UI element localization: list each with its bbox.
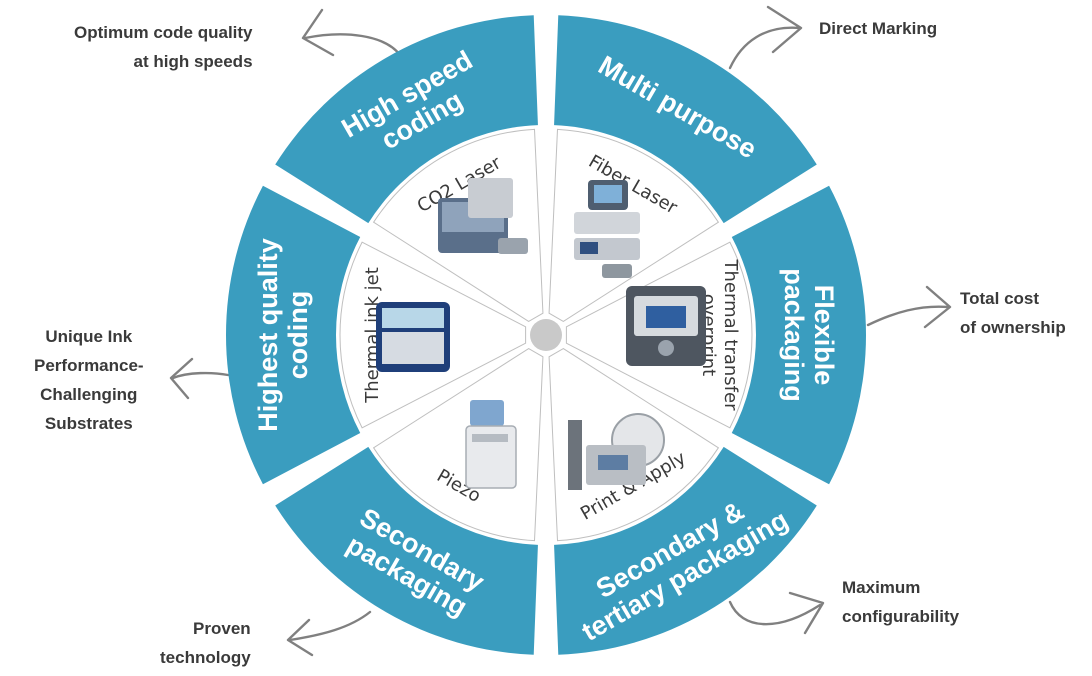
callout-bottom-right-line-2: configurability	[842, 607, 960, 626]
arrow-top-left	[301, 8, 402, 57]
callout-bottom-right-line-1: Maximum	[842, 578, 921, 597]
callout-top-left-line-2: at high speeds	[133, 52, 253, 71]
ring-segment-multi-purpose	[554, 15, 817, 224]
ring-segment-highest-quality-coding	[225, 185, 361, 485]
callout-bottom-right: Maximum configurability	[842, 573, 959, 631]
thermal-transfer-printer-icon	[626, 286, 706, 366]
callout-top-right-line-1: Direct Marking	[819, 19, 938, 38]
inner-segment-secondary-packaging	[372, 347, 544, 542]
callout-left: Unique Ink Performance- Challenging Subs…	[34, 322, 144, 438]
callout-right-line-1: Total cost	[960, 289, 1040, 308]
piezo-printer-icon	[465, 400, 517, 489]
arrow-top-right	[728, 5, 803, 70]
callout-left-line-3: Challenging	[40, 385, 138, 404]
callout-left-line-1: Unique Ink	[45, 327, 133, 346]
co2-laser-printer-icon	[438, 178, 528, 254]
callout-top-left-line-1: Optimum code quality	[74, 23, 253, 42]
ring-label-highest-quality-coding: Highest qualitycoding	[253, 238, 313, 432]
print-apply-labeler-icon	[568, 413, 665, 490]
arrows	[169, 5, 952, 657]
ring-segment-high-speed-coding	[275, 15, 538, 224]
callout-right-line-2: of ownership	[960, 318, 1066, 337]
ring-segment-secondary-packaging	[275, 446, 538, 655]
callout-left-line-4: Substrates	[44, 414, 133, 433]
callout-bottom-left-line-1: Proven	[193, 619, 251, 638]
arrow-right	[866, 285, 952, 329]
ring-segment-secondary-tertiary-packaging	[554, 446, 817, 655]
thermal-ink-jet-printer-icon	[376, 302, 450, 372]
ring-label-flexible-packaging: Flexiblepackaging	[779, 268, 839, 402]
arrow-left	[169, 357, 230, 400]
center-hub	[530, 319, 562, 351]
fiber-laser-printer-icon	[574, 180, 640, 278]
callout-bottom-left-line-2: technology	[160, 648, 251, 667]
callout-top-left: Optimum code quality at high speeds	[74, 18, 253, 76]
callout-right: Total cost of ownership	[960, 284, 1066, 342]
arrow-bottom-right	[728, 591, 825, 635]
callout-bottom-left: Proven technology	[160, 614, 251, 672]
callout-top-right: Direct Marking	[819, 14, 937, 43]
arrow-bottom-left	[286, 610, 372, 657]
ring-segment-flexible-packaging	[731, 185, 866, 485]
callout-left-line-2: Performance-	[34, 356, 144, 375]
